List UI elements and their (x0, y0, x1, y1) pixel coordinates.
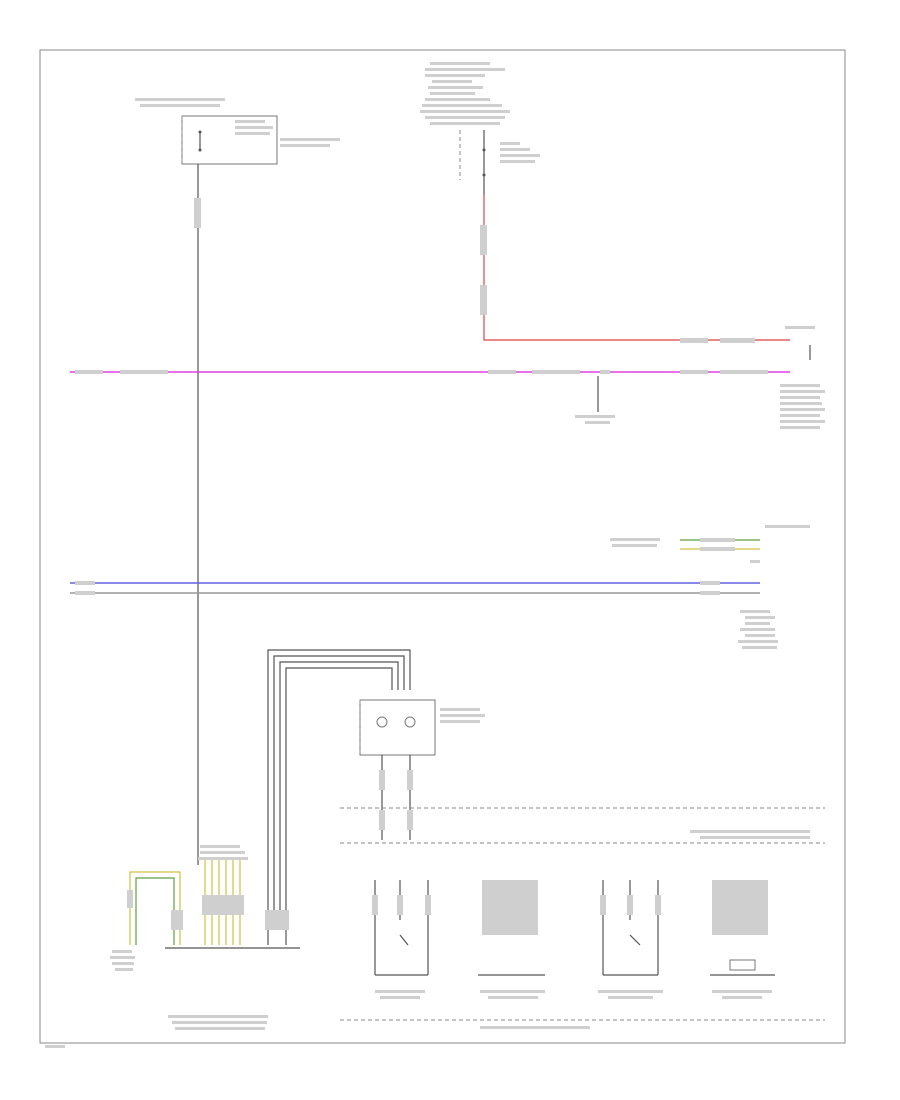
fuse-block-top-right (420, 62, 540, 195)
fuse-block-left (135, 98, 340, 165)
wire-label-left (194, 198, 201, 228)
diagram-code (45, 1045, 65, 1048)
wire-red (483, 195, 790, 341)
clockspring (110, 845, 300, 1030)
diagram-frame (39, 49, 846, 1044)
steering-wheel-control-switches (372, 880, 775, 999)
steering-wheel-controls-module (267, 649, 485, 915)
